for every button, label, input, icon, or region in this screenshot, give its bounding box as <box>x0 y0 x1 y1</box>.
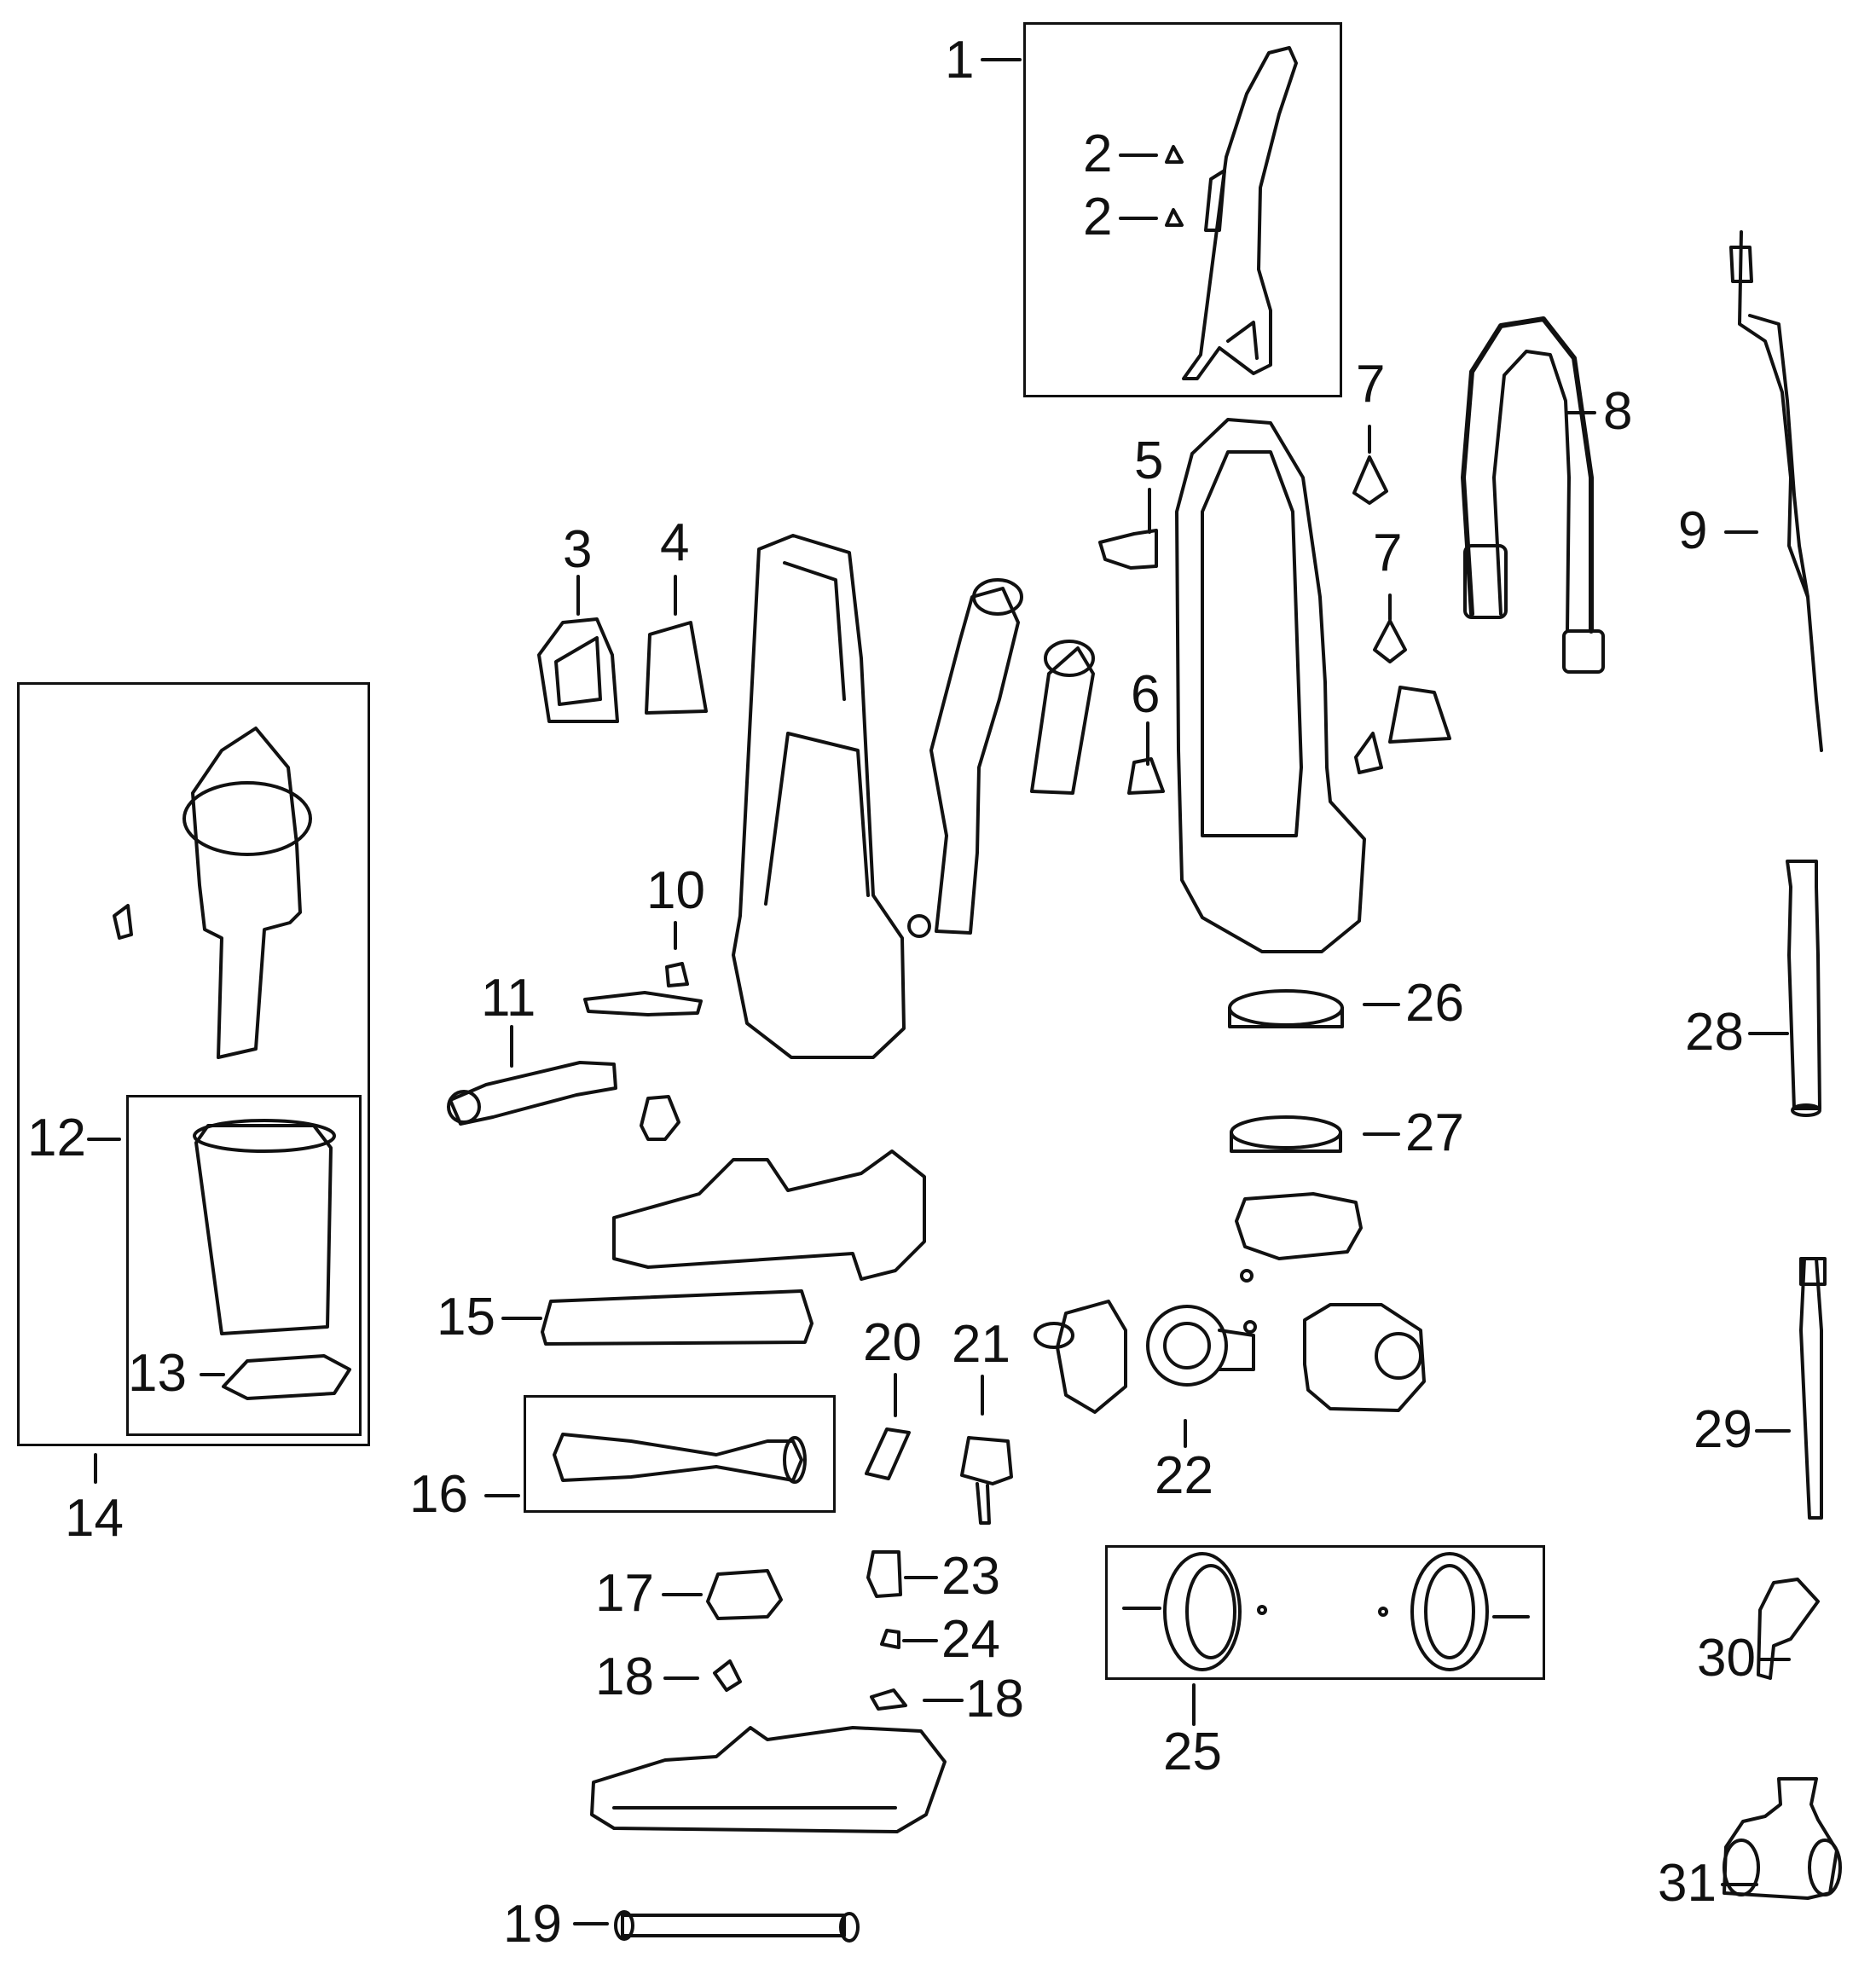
brush-roll-drawing <box>553 1433 807 1484</box>
cup-base-drawing <box>222 1354 351 1400</box>
clip-18-drawing <box>713 1659 742 1692</box>
hose-pieces-drawing <box>929 578 1095 935</box>
box-dirt-cup <box>126 1095 362 1436</box>
dusting-brush-drawing <box>1757 1578 1820 1680</box>
box-dirt-cup-assembly <box>17 682 370 1446</box>
hose-clip-drawing <box>1098 529 1158 570</box>
callout-29: 29 <box>1694 1400 1752 1459</box>
nozzle-cover-drawing <box>612 1149 926 1281</box>
filter-frame-drawing <box>537 617 619 723</box>
bumper-drawing <box>541 1289 814 1346</box>
handle-drawing <box>1182 46 1298 380</box>
filter-26-drawing <box>1228 989 1344 1028</box>
callout-6: 6 <box>1131 665 1161 724</box>
wheels-drawing <box>1122 1552 1530 1671</box>
clip-24-drawing <box>880 1629 900 1649</box>
callout-3: 3 <box>563 520 593 579</box>
bracket-23-drawing <box>866 1550 902 1598</box>
callout-31: 31 <box>1658 1854 1717 1913</box>
cord-drawing <box>1729 230 1823 752</box>
callout-2: 2 <box>1083 124 1113 183</box>
leader-lines <box>87 58 1791 1925</box>
callout-24: 24 <box>941 1610 1000 1669</box>
callout-10: 10 <box>646 861 705 920</box>
callout-20: 20 <box>863 1313 922 1372</box>
callout-19: 19 <box>503 1895 562 1954</box>
turbo-brush-drawing <box>1723 1777 1842 1900</box>
callout-7: 7 <box>1356 355 1386 414</box>
clip-drawing <box>1127 757 1165 795</box>
callout-18b: 18 <box>965 1670 1024 1728</box>
separator-drawing <box>1235 1192 1363 1260</box>
callout-14: 14 <box>65 1489 124 1548</box>
cup-assembly-drawing <box>113 727 312 1059</box>
hose-11-drawing <box>447 1061 617 1126</box>
callout-18: 18 <box>595 1647 654 1706</box>
callout-21: 21 <box>952 1315 1010 1374</box>
crevice-tool-drawing <box>1799 1257 1827 1520</box>
swivel-drawing <box>640 1095 680 1141</box>
hose-cap-drawing <box>1352 455 1388 505</box>
callout-1: 1 <box>945 31 975 90</box>
callout-7b: 7 <box>1373 524 1403 582</box>
plate-drawing <box>583 991 703 1016</box>
box-wheels <box>1105 1545 1545 1680</box>
callout-13: 13 <box>128 1344 187 1403</box>
main-body-drawing <box>732 534 931 1059</box>
callout-8: 8 <box>1603 382 1633 441</box>
callout-11: 11 <box>481 969 536 1028</box>
callout-28: 28 <box>1685 1003 1744 1062</box>
callout-27: 27 <box>1405 1103 1464 1162</box>
rear-housing-drawing <box>1175 418 1451 953</box>
filter-drawing <box>645 621 708 715</box>
dirt-cup-drawing <box>193 1119 336 1335</box>
switch-drawing <box>960 1436 1013 1485</box>
hose-drawing <box>1461 316 1605 674</box>
agitator-bar-drawing <box>614 1910 860 1943</box>
callout-22: 22 <box>1155 1446 1213 1505</box>
screw-drawing <box>1165 145 1184 164</box>
callout-30: 30 <box>1697 1629 1756 1688</box>
belt-drawing <box>865 1427 911 1480</box>
box-handle-assembly <box>1023 22 1342 397</box>
callout-16: 16 <box>409 1465 468 1524</box>
motor-drawing <box>706 1569 783 1620</box>
screw-10-drawing <box>665 962 689 987</box>
callout-5: 5 <box>1134 431 1164 490</box>
base-drawing <box>590 1726 947 1833</box>
callout-23: 23 <box>941 1547 1000 1606</box>
motor-group-drawing <box>1034 1300 1426 1414</box>
callout-26: 26 <box>1405 974 1464 1033</box>
callout-2b: 2 <box>1083 188 1113 246</box>
callout-4: 4 <box>660 513 690 572</box>
callout-15: 15 <box>437 1288 495 1346</box>
wand-drawing <box>1786 860 1821 1117</box>
callout-25: 25 <box>1163 1723 1222 1781</box>
callout-12: 12 <box>27 1109 86 1167</box>
callout-17: 17 <box>595 1564 654 1623</box>
box-brush-roll <box>524 1395 836 1513</box>
callout-9: 9 <box>1678 501 1708 560</box>
filter-27-drawing <box>1230 1115 1342 1153</box>
